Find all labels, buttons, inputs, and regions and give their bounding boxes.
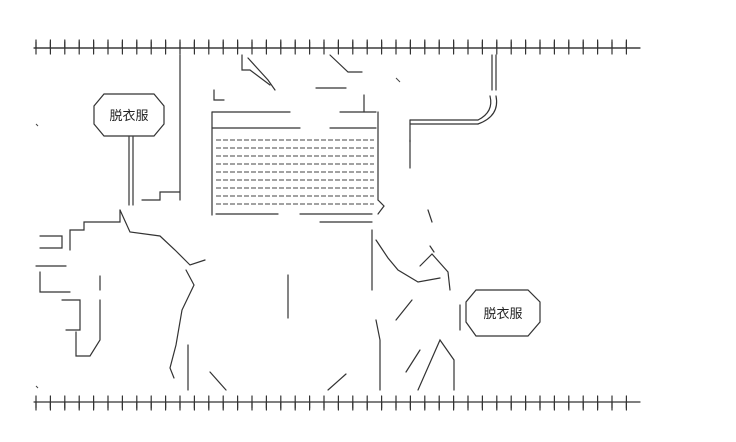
right-sign: 脱衣服 — [459, 289, 541, 337]
left-sign: 脱衣服 — [93, 93, 165, 206]
character-figure — [35, 54, 498, 391]
top-film-border — [33, 39, 641, 55]
bottom-film-border — [33, 395, 641, 411]
left-sign-label: 脱衣服 — [109, 108, 148, 124]
right-sign-label: 脱衣服 — [483, 306, 522, 322]
